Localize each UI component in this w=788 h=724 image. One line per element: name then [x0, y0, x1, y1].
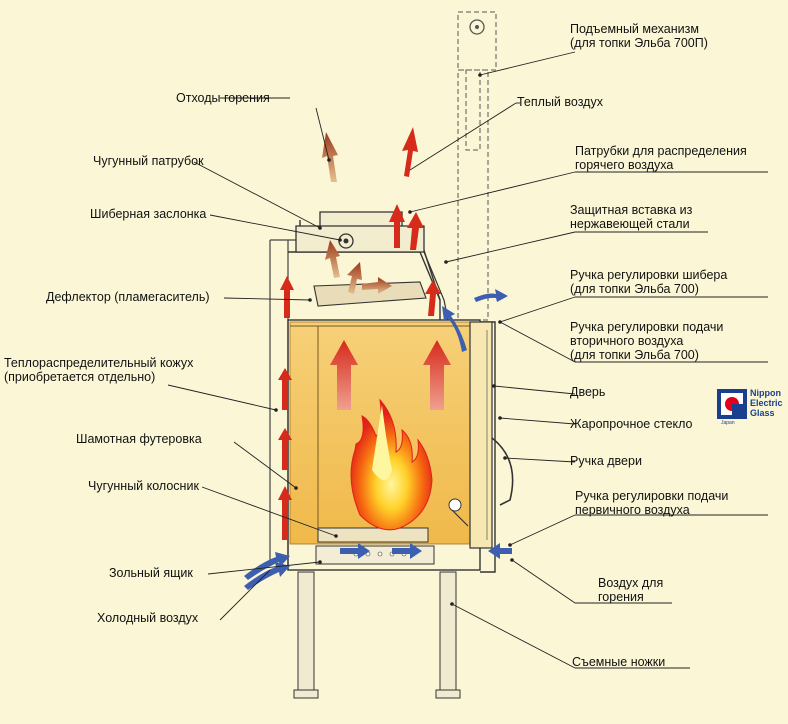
lift-mechanism: [457, 11, 497, 321]
label-ash-box: Зольный ящик: [109, 566, 193, 580]
label-heat-casing: Теплораспределительный кожух (приобретае…: [4, 356, 194, 384]
nippon-electric-glass-logo: Nippon Electric Glass Japan: [717, 388, 783, 429]
label-removable-legs: Съемные ножки: [572, 655, 666, 669]
label-heat-glass: Жаропрочное стекло: [570, 417, 693, 431]
label-lift-mechanism: Подъемный механизм (для топки Эльба 700П…: [570, 22, 708, 50]
door-handle: [491, 437, 514, 506]
removable-legs: [293, 571, 461, 699]
flue-arrows: [322, 132, 392, 294]
label-cold-air: Холодный воздух: [97, 611, 199, 625]
red-arrows: [278, 127, 441, 540]
label-cast-iron-pipe: Чугунный патрубок: [93, 154, 204, 168]
label-hot-air-pipes: Патрубки для распределения горячего возд…: [575, 144, 747, 172]
label-stainless-insert: Защитная вставка из нержавеющей стали: [570, 203, 693, 231]
label-door-handle: Ручка двери: [570, 454, 642, 468]
door: [469, 321, 493, 549]
leader-lines: [167, 51, 768, 669]
label-damper-handle: Ручка регулировки шибера (для топки Эльб…: [570, 268, 728, 296]
label-secondary-air-handle: Ручка регулировки подачи вторичного возд…: [570, 320, 724, 362]
label-primary-air-handle: Ручка регулировки подачи первичного возд…: [575, 489, 729, 517]
label-combustion-waste: Отходы горения: [176, 91, 270, 105]
label-warm-air: Теплый воздух: [517, 95, 603, 109]
cold-air-arrows: [244, 289, 512, 590]
label-door: Дверь: [570, 385, 606, 399]
lift-wheel: [469, 19, 485, 35]
grate: [317, 527, 429, 543]
primary-air-knob: [448, 498, 462, 512]
flame: [350, 398, 433, 531]
label-cast-iron-grate: Чугунный колосник: [88, 479, 199, 493]
logo-text: Nippon Electric Glass: [750, 388, 783, 418]
label-fireclay-lining: Шамотная футеровка: [76, 432, 202, 446]
label-damper: Шиберная заслонка: [90, 207, 207, 221]
label-combustion-air: Воздух для горения: [598, 576, 664, 604]
logo-mark: [717, 389, 747, 419]
flue-pipe: [295, 211, 425, 253]
label-deflector: Дефлектор (пламегаситель): [46, 290, 210, 304]
hot-air-arrows: [330, 340, 451, 410]
logo-sub: Japan: [721, 420, 735, 426]
